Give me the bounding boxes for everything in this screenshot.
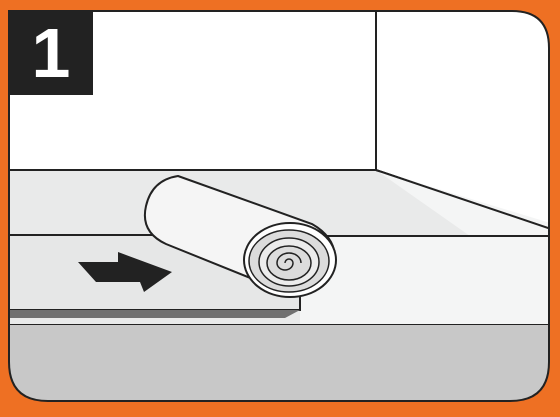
sheet-edge	[9, 310, 300, 318]
subfloor	[9, 325, 549, 401]
step-badge: 1	[9, 11, 93, 95]
step-number: 1	[31, 14, 71, 92]
right-arrow-icon	[78, 252, 172, 292]
rolled-underlay-icon	[144, 174, 337, 298]
panel-border	[8, 10, 550, 402]
